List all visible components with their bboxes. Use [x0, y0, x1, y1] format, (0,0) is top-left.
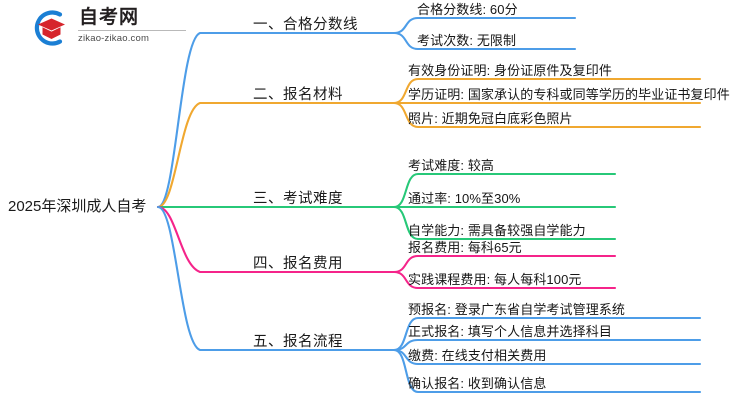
leaf-node-1-2[interactable]: 考试次数: 无限制 — [417, 33, 517, 48]
leaf-node-5-4[interactable]: 确认报名: 收到确认信息 — [408, 376, 547, 391]
leaf-node-2-1[interactable]: 有效身份证明: 身份证原件及复印件 — [408, 63, 612, 78]
logo-divider — [78, 30, 186, 31]
leaf-node-1-1[interactable]: 合格分数线: 60分 — [417, 2, 518, 17]
leaf-node-5-2[interactable]: 正式报名: 填写个人信息并选择科目 — [408, 324, 612, 339]
leaf-node-4-1[interactable]: 报名费用: 每科65元 — [408, 240, 522, 255]
site-logo: 自考网 zikao-zikao.com — [30, 6, 190, 50]
logo-wordmark: 自考网 zikao-zikao.com — [78, 7, 190, 49]
branch-node-4[interactable]: 四、报名费用 — [253, 256, 343, 272]
leaf-node-2-3[interactable]: 照片: 近期免冠白底彩色照片 — [408, 111, 573, 126]
branch-node-5[interactable]: 五、报名流程 — [253, 334, 343, 350]
leaf-node-3-1[interactable]: 考试难度: 较高 — [408, 158, 495, 173]
leaf-node-3-2[interactable]: 通过率: 10%至30% — [408, 191, 521, 206]
leaf-node-5-3[interactable]: 缴费: 在线支付相关费用 — [408, 348, 547, 363]
leaf-node-4-2[interactable]: 实践课程费用: 每人每科100元 — [408, 272, 582, 287]
branch-node-1[interactable]: 一、合格分数线 — [253, 17, 358, 33]
graduation-cap-icon — [30, 8, 72, 48]
leaf-node-5-1[interactable]: 预报名: 登录广东省自学考试管理系统 — [408, 302, 626, 317]
branch-node-2[interactable]: 二、报名材料 — [253, 87, 343, 103]
branch-node-3[interactable]: 三、考试难度 — [253, 191, 343, 207]
logo-title-cn: 自考网 — [79, 7, 140, 28]
leaf-node-2-2[interactable]: 学历证明: 国家承认的专科或同等学历的毕业证书复印件 — [408, 87, 730, 102]
leaf-node-3-3[interactable]: 自学能力: 需具备较强自学能力 — [408, 223, 586, 238]
mindmap-root-node[interactable]: 2025年深圳成人自考 — [8, 198, 147, 215]
logo-domain: zikao-zikao.com — [78, 33, 150, 44]
